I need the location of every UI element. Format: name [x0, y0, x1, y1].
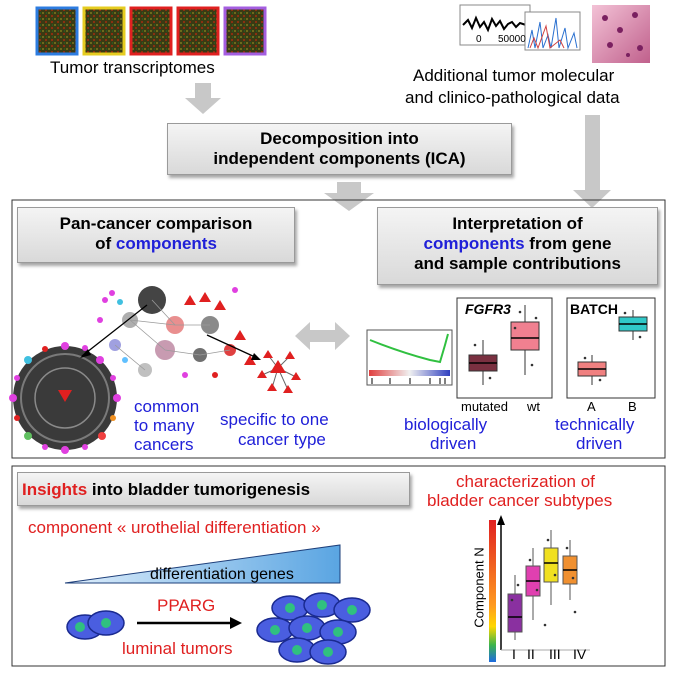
component-urothelial-label: component « urothelial differentiation » [28, 518, 321, 537]
component-n-axis-label: Component N [471, 547, 487, 628]
additional-data-line2: and clinico-pathological data [405, 88, 620, 107]
fgfr3-cat-mutated: mutated [461, 399, 508, 414]
ica-line1: Decomposition into [260, 129, 419, 148]
arrow-ica-to-analysis [324, 182, 374, 211]
thumb-axis-50000: 50000 [498, 34, 526, 45]
subtype-cat-1: I [512, 646, 516, 662]
pan-cancer-box: Pan-cancer comparison of components [17, 207, 295, 263]
fgfr3-label: FGFR3 [465, 301, 511, 317]
ica-box: Decomposition into independent component… [167, 123, 512, 175]
subtype-cat-2: II [527, 646, 535, 662]
subtypes-line2: bladder cancer subtypes [427, 491, 613, 510]
subtype-cat-4: IV [573, 646, 587, 662]
network-common [9, 342, 121, 454]
network-cluster [80, 286, 261, 378]
luminal-tumors-label: luminal tumors [122, 639, 233, 658]
differentiation-genes-label: differentiation genes [150, 566, 294, 583]
fgfr3-cat-wt: wt [527, 399, 540, 414]
pparg-arrow [137, 617, 242, 629]
pan-cancer-components: components [115, 234, 217, 253]
common-line1: common [134, 397, 200, 416]
flow-arrows [185, 83, 611, 350]
technically-line2: driven [576, 434, 623, 453]
transcriptome-thumbnails [35, 6, 267, 56]
biologically-line2: driven [430, 434, 477, 453]
pan-cancer-line1: Pan-cancer comparison [59, 214, 253, 233]
luminal-tumor-cells [256, 592, 371, 665]
insights-box: Insights into bladder tumorigenesis [17, 472, 410, 506]
chromatogram-thumb [524, 11, 581, 51]
differentiation-triangle [64, 544, 341, 584]
subtype-boxplot [489, 515, 590, 662]
interpretation-components: components [423, 234, 525, 253]
analysis-frame [11, 199, 666, 459]
insights-highlight: Insights [22, 480, 88, 499]
common-line3: cancers [134, 435, 194, 454]
histology-thumb [592, 5, 650, 63]
additional-data-line1: Additional tumor molecular [413, 66, 615, 85]
batch-boxplot [566, 297, 656, 399]
biologically-line1: biologically [404, 415, 488, 434]
interpretation-box: Interpretation of components from gene a… [377, 207, 658, 285]
interpretation-line2-suffix: from gene [524, 234, 612, 253]
additional-data-thumbnails [459, 4, 650, 63]
network-specific [257, 350, 301, 393]
interpretation-line3: and sample contributions [414, 254, 621, 273]
specific-line2: cancer type [238, 430, 326, 449]
transcriptome-thumb-3 [129, 6, 173, 56]
specific-line1: specific to one [220, 410, 329, 429]
transcriptome-thumb-4 [176, 6, 220, 56]
technically-line1: technically [555, 415, 635, 434]
arrow-transcriptomes-to-ica [185, 83, 221, 114]
thumb-axis-0: 0 [476, 34, 482, 45]
transcriptome-thumb-2 [82, 6, 126, 56]
pan-cancer-line2-prefix: of [95, 234, 116, 253]
insights-frame [11, 465, 666, 667]
batch-cat-a: A [587, 399, 596, 414]
transcriptome-thumb-5 [223, 6, 267, 56]
fgfr3-boxplot [456, 297, 553, 399]
arrow-additional-to-interpretation [573, 115, 611, 208]
transcriptomes-label: Tumor transcriptomes [50, 58, 215, 77]
batch-title: BATCH [570, 301, 618, 317]
common-line2: to many [134, 416, 195, 435]
subtype-cat-3: III [549, 646, 561, 662]
enrichment-plot [366, 329, 453, 386]
ica-line2: independent components (ICA) [213, 149, 466, 168]
interpretation-line1: Interpretation of [452, 214, 583, 233]
subtypes-line1: characterization of [456, 472, 595, 491]
pparg-label: PPARG [157, 596, 216, 615]
normal-cells [66, 610, 125, 640]
double-arrow [295, 322, 350, 350]
transcriptome-thumb-1 [35, 6, 79, 56]
batch-cat-b: B [628, 399, 637, 414]
insights-title-rest: into bladder tumorigenesis [87, 480, 311, 499]
